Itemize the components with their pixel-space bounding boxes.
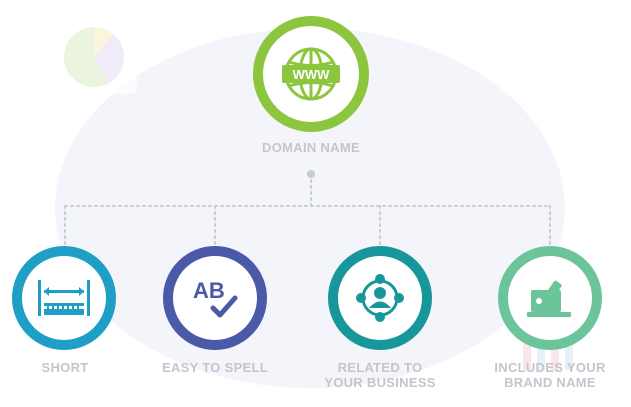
includes-your-brand-name-node [498,246,602,350]
connector-dot [307,170,315,178]
decorative-pie-graphic [64,27,124,87]
related-to-your-business-node [328,246,432,350]
includes-your-brand-name-label: INCLUDES YOUR BRAND NAME [494,360,606,390]
svg-text:AB: AB [193,278,225,303]
ab-check-icon: AB [193,278,238,318]
ruler-icon [38,280,90,316]
domain-name-label: DOMAIN NAME [262,140,360,155]
easy-to-spell-label: EASY TO SPELL [161,360,268,375]
svg-text:WWW: WWW [293,67,331,82]
easy-to-spell-node: AB [163,246,267,350]
brand-laptop-icon [527,280,571,317]
short-node [12,246,116,350]
www-globe-icon: WWW [282,47,340,101]
related-to-your-business-label: RELATED TO YOUR BUSINESS [324,360,436,390]
short-label: SHORT [41,360,89,375]
business-network-icon [356,274,404,322]
domain-name-node: WWW [253,16,369,132]
